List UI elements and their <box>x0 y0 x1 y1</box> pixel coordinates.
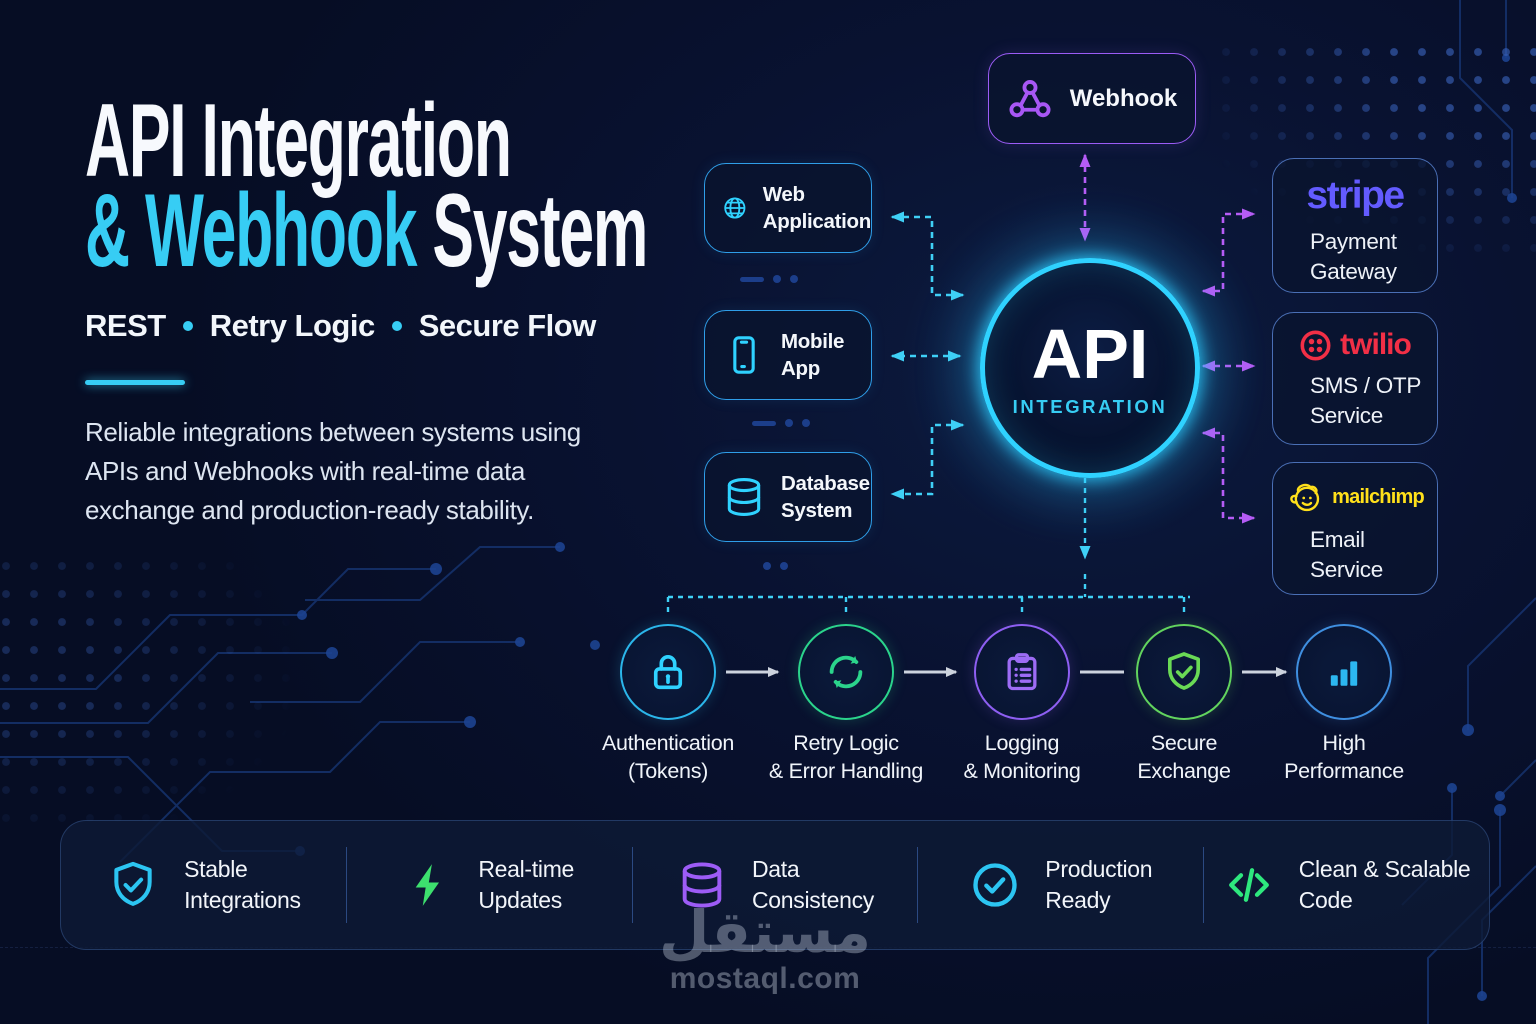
webhook-node: Webhook <box>988 53 1196 144</box>
logging-step <box>974 624 1070 720</box>
divider <box>1203 847 1205 923</box>
globe-icon <box>724 197 746 219</box>
bullet-dot <box>182 321 193 331</box>
twilio-logo: twilio <box>1340 328 1412 361</box>
retry-icon <box>829 655 863 689</box>
api-subtitle: INTEGRATION <box>1012 395 1168 417</box>
tag-retry-logic: Retry Logic <box>209 308 376 343</box>
retry-logic-step <box>798 624 894 720</box>
title-accent: & Webhook <box>85 173 417 289</box>
lock-icon <box>653 655 683 690</box>
watermark: مستقل mostaql.com <box>600 902 930 996</box>
authentication-step <box>620 624 716 720</box>
mailchimp-logo: mailchimp <box>1332 485 1425 508</box>
description: Reliable integrations between systems us… <box>85 417 581 525</box>
authentication-label: Authentication(Tokens) <box>601 731 735 783</box>
secure-exchange-step <box>1136 624 1232 720</box>
tagline: REST Retry Logic Secure Flow <box>85 308 725 344</box>
shield-check-icon <box>114 861 152 906</box>
dot-grid-left <box>0 552 292 842</box>
logging-label: Logging& Monitoring <box>963 731 1081 783</box>
clipboard-icon <box>1007 653 1037 691</box>
smartphone-icon <box>733 336 755 374</box>
tag-secure-flow: Secure Flow <box>418 308 597 343</box>
api-integration-hub: API INTEGRATION <box>980 258 1200 478</box>
code-icon <box>1228 868 1269 902</box>
mailchimp-icon <box>1290 483 1320 512</box>
retry-logic-label: Retry Logic& Error Handling <box>768 731 924 783</box>
check-circle-icon <box>973 863 1017 907</box>
page-title-line2: & Webhook System <box>85 173 648 289</box>
api-title: API <box>1031 314 1149 393</box>
mailchimp-brand: mailchimp <box>1273 478 1437 516</box>
stripe-logo: stripe <box>1306 174 1405 217</box>
watermark-arabic: مستقل <box>658 898 872 966</box>
bar-chart-icon <box>1330 661 1358 686</box>
twilio-brand: twilio <box>1273 328 1437 362</box>
webhook-icon <box>1009 79 1051 117</box>
divider <box>917 847 919 923</box>
bullet-dot <box>391 321 402 331</box>
twilio-icon <box>1300 330 1331 360</box>
database-icon <box>682 862 722 908</box>
lightning-icon <box>415 864 440 906</box>
decorative-dots <box>740 275 798 283</box>
divider <box>345 847 347 923</box>
page-title-line1: API Integration <box>85 83 512 199</box>
decorative-dots <box>752 419 810 427</box>
hero-block: API Integration & Webhook System REST Re… <box>85 83 725 530</box>
shield-check-icon <box>1167 652 1201 690</box>
watermark-domain: mostaql.com <box>669 962 861 995</box>
tag-rest: REST <box>85 308 166 343</box>
stripe-brand: stripe <box>1273 174 1437 218</box>
accent-underline <box>85 380 185 385</box>
high-performance-step <box>1296 624 1392 720</box>
webhook-label: Webhook <box>1069 84 1178 112</box>
database-icon <box>727 478 761 516</box>
divider <box>631 847 633 923</box>
decorative-dots <box>763 562 788 570</box>
